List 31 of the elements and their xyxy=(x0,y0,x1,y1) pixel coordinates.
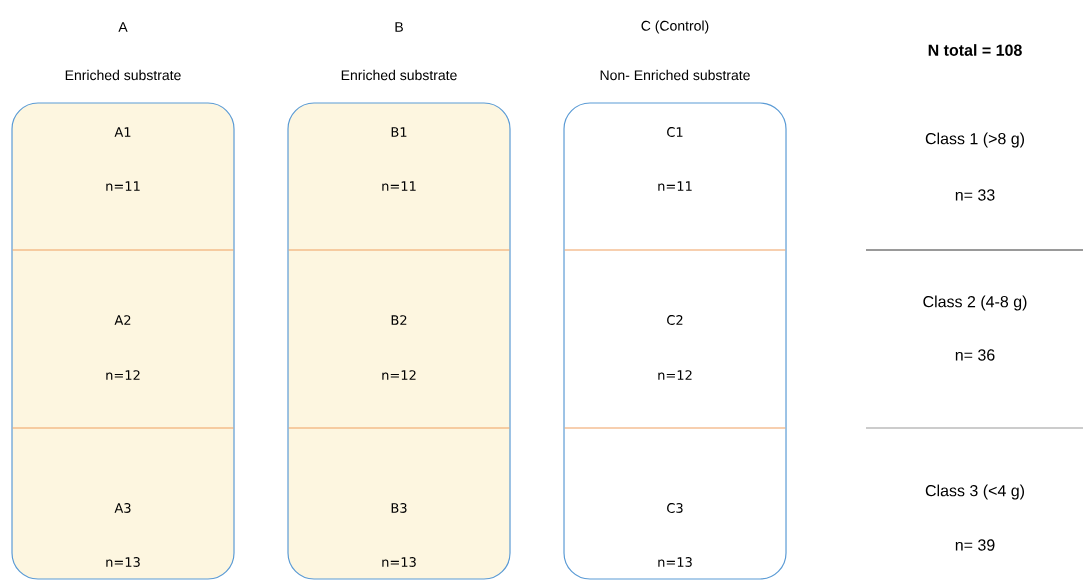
group-label: A3 xyxy=(114,503,131,513)
column-heading: Enriched substrate xyxy=(341,69,457,81)
column-heading: Enriched substrate xyxy=(65,69,181,81)
column-heading: Non- Enriched substrate xyxy=(600,69,750,81)
class-label: Class 2 (4-8 g) xyxy=(923,295,1027,311)
group-label: A2 xyxy=(114,315,131,325)
sample-size: n=13 xyxy=(658,557,692,567)
group-label: C3 xyxy=(667,503,683,513)
class-label: Class 1 (>8 g) xyxy=(925,132,1024,148)
count-label: n= 36 xyxy=(955,349,995,361)
group-label: C2 xyxy=(667,315,683,325)
column-heading: C (Control) xyxy=(641,20,709,34)
count-label: n= 39 xyxy=(955,539,995,551)
sample-size: n=11 xyxy=(658,181,692,191)
group-label: B1 xyxy=(391,127,407,137)
column-heading: A xyxy=(118,22,128,32)
sample-size: n=11 xyxy=(106,181,140,191)
sample-size: n=12 xyxy=(658,370,692,380)
group-label: B2 xyxy=(391,315,407,325)
sample-size: n=13 xyxy=(382,557,416,567)
group-label: C1 xyxy=(667,127,683,137)
sample-size: n=12 xyxy=(382,370,416,380)
sample-size: n=11 xyxy=(382,181,416,191)
group-label: A1 xyxy=(114,127,131,137)
sample-size: n=12 xyxy=(106,370,140,380)
total-label: N total = 108 xyxy=(928,44,1022,56)
class-label: Class 3 (<4 g) xyxy=(925,484,1024,500)
sample-size: n=13 xyxy=(106,557,140,567)
count-label: n= 33 xyxy=(955,189,995,201)
column-heading: B xyxy=(395,22,403,32)
group-label: B3 xyxy=(391,503,407,513)
